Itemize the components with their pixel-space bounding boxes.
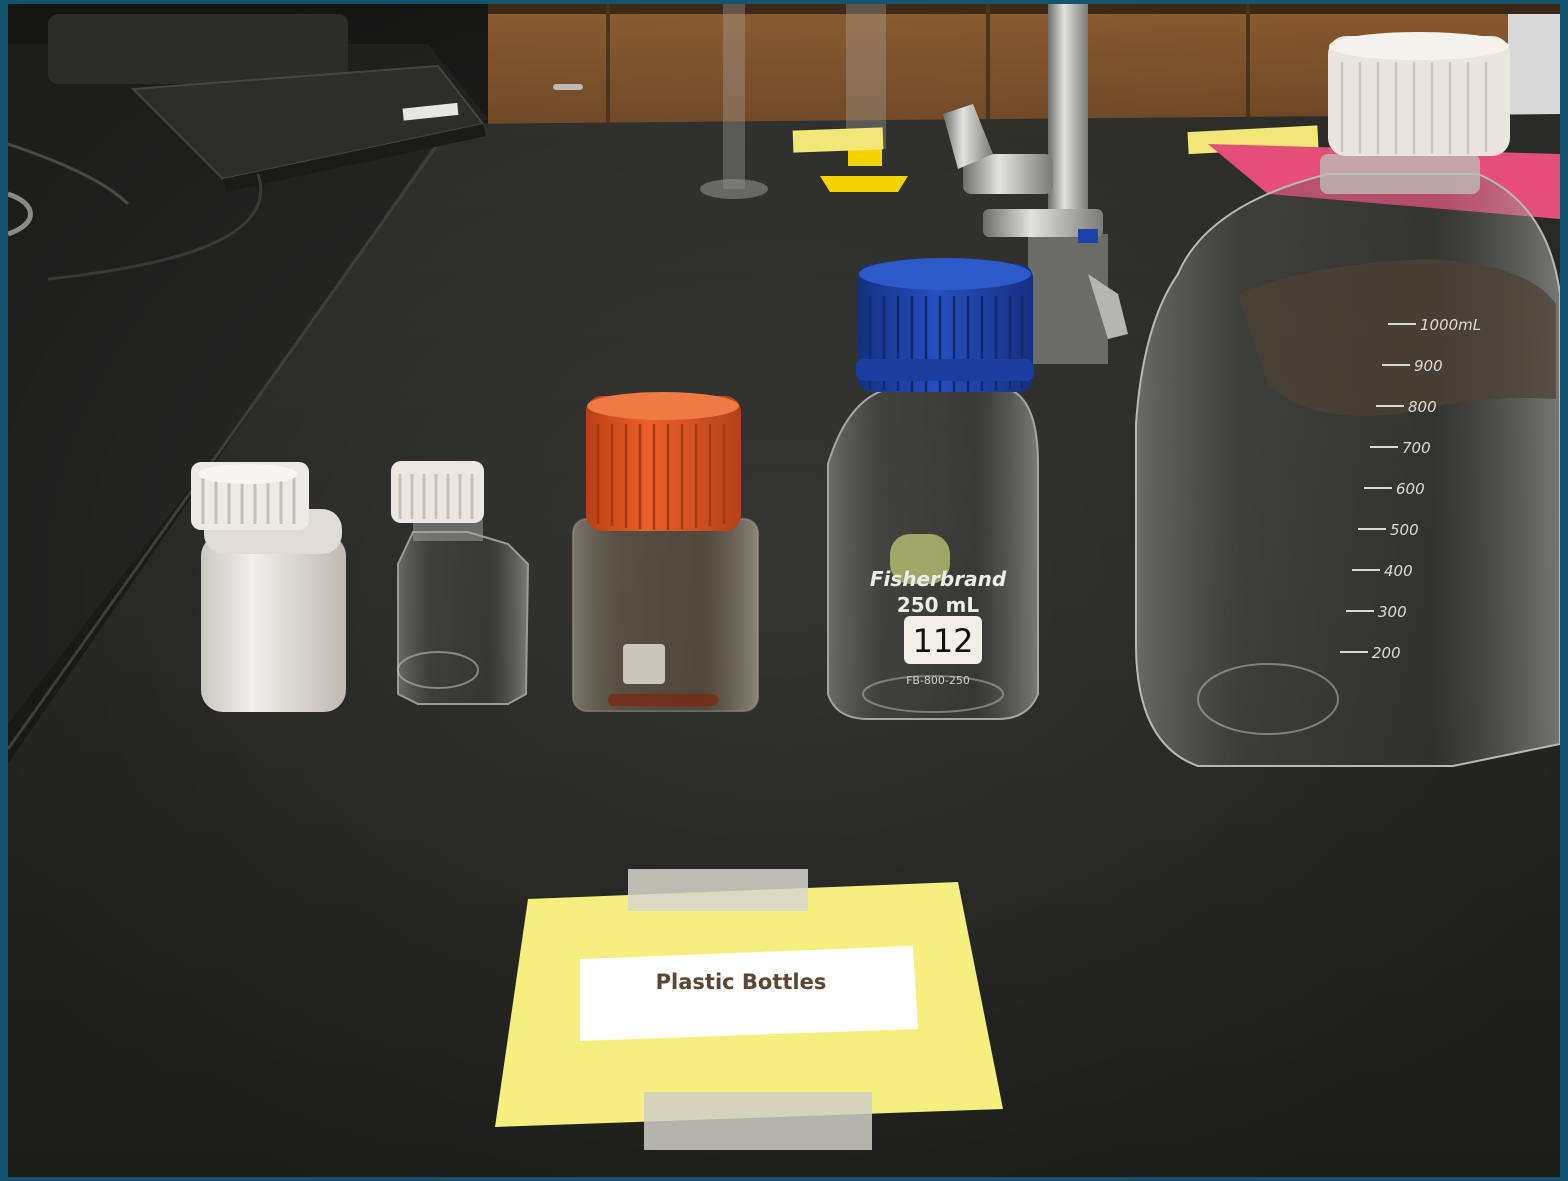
graduated-cylinder-left xyxy=(700,4,768,199)
scale-label: 200 xyxy=(1372,644,1401,662)
scale-label: 300 xyxy=(1378,603,1407,621)
scale-label: 700 xyxy=(1402,439,1431,457)
graduated-cylinder-yellow-base xyxy=(820,4,908,192)
sign-card: Plastic Bottles xyxy=(495,869,1003,1150)
power-strip xyxy=(48,14,348,84)
faucet xyxy=(943,4,1128,364)
volume-scale: 1000mL 900 800 700 600 500 400 300 200 xyxy=(1340,316,1481,662)
fisher-volume-text: 250 mL xyxy=(897,593,980,617)
bottle-fisherbrand: Fisherbrand 250 mL 112 FB-800-250 xyxy=(827,258,1039,720)
scale-label: 800 xyxy=(1408,398,1437,416)
bottle-clear-small xyxy=(391,461,530,705)
scale-label: 900 xyxy=(1414,357,1443,375)
photo-frame: Fisherbrand 250 mL 112 FB-800-250 1000mL… xyxy=(8,4,1560,1177)
bottle-orange-cap xyxy=(572,392,759,712)
fisher-brand-text: Fisherbrand xyxy=(870,567,1007,591)
tape-top xyxy=(628,869,808,911)
cap-large-white xyxy=(1328,36,1510,156)
scale-label: 500 xyxy=(1390,521,1419,539)
lab-bench-photo: Fisherbrand 250 mL 112 FB-800-250 1000mL… xyxy=(8,4,1560,1177)
sign-text: Plastic Bottles xyxy=(656,970,827,994)
bottle-large-clear: 1000mL 900 800 700 600 500 400 300 200 xyxy=(1135,32,1560,767)
scale-label: 1000mL xyxy=(1420,316,1481,334)
scale-label: 600 xyxy=(1396,480,1425,498)
bottle-white-hdpe xyxy=(191,462,346,712)
fisher-number-text: 112 xyxy=(912,622,973,660)
blank-label xyxy=(623,644,665,684)
number-label xyxy=(904,616,982,664)
scale-label: 400 xyxy=(1384,562,1413,580)
label-box xyxy=(580,946,918,1041)
tape-bottom xyxy=(644,1092,872,1150)
